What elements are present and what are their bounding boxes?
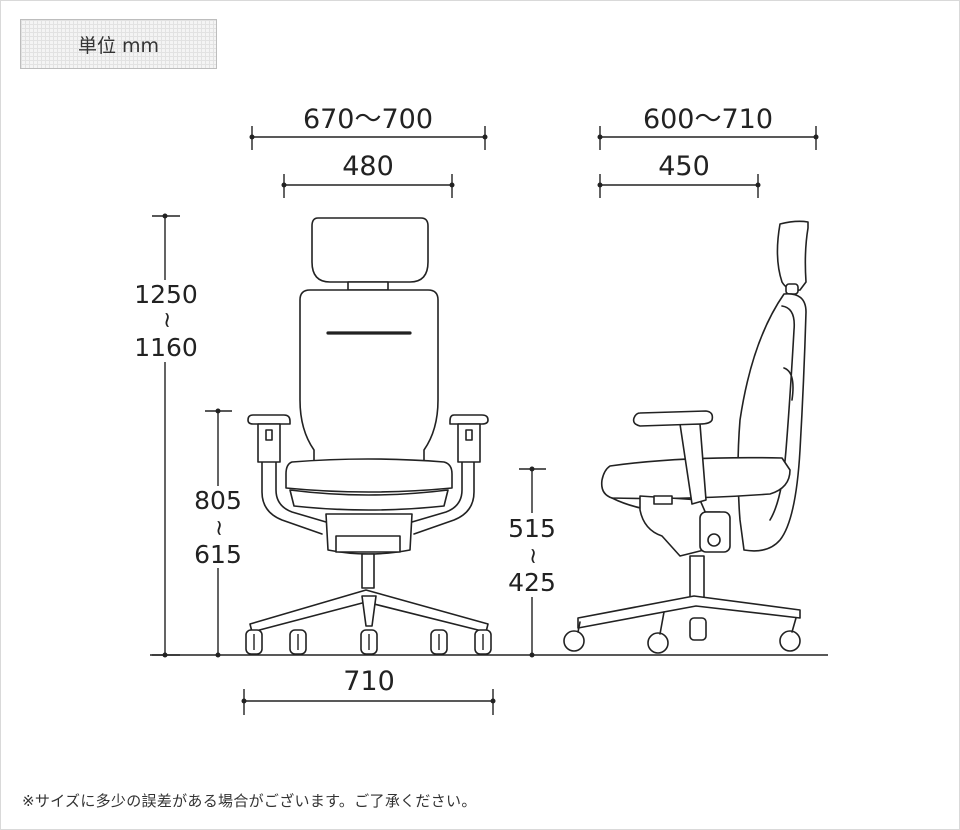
- seat-height-min-label: 425: [508, 568, 556, 597]
- front-view-chair: [245, 217, 492, 655]
- front-seat-width-dimension: 480: [281, 151, 455, 198]
- overall-height-max-label: 1250: [134, 280, 198, 309]
- overall-height-min-label: 1160: [134, 333, 198, 362]
- unit-label-box: 単位 mm: [20, 19, 217, 69]
- side-overall-depth-dimension: 600〜710: [597, 104, 819, 150]
- side-seat-depth-label: 450: [658, 151, 710, 182]
- range-symbol: ~: [520, 547, 545, 565]
- footnote: ※サイズに多少の誤差がある場合がございます。ご了承ください。: [22, 792, 477, 810]
- front-seat-width-label: 480: [342, 151, 394, 182]
- range-symbol: ~: [206, 519, 231, 537]
- front-overall-width-dimension: 670〜700: [249, 104, 488, 150]
- armrest-height-max-label: 805: [194, 486, 242, 515]
- range-symbol: ~: [154, 311, 179, 329]
- side-seat-depth-dimension: 450: [597, 151, 761, 198]
- unit-label: 単位 mm: [77, 34, 160, 57]
- armrest-height-dimension: 805 ~ 615: [192, 408, 244, 658]
- armrest-height-min-label: 615: [194, 540, 242, 569]
- base-width-label: 710: [343, 666, 395, 697]
- seat-height-max-label: 515: [508, 514, 556, 543]
- side-overall-depth-label: 600〜710: [643, 104, 773, 135]
- overall-height-dimension: 1250 ~ 1160: [134, 213, 198, 658]
- front-overall-width-label: 670〜700: [303, 104, 433, 135]
- side-view-chair: [563, 220, 809, 654]
- base-width-dimension: 710: [241, 666, 496, 715]
- seat-height-dimension: 515 ~ 425: [505, 466, 559, 658]
